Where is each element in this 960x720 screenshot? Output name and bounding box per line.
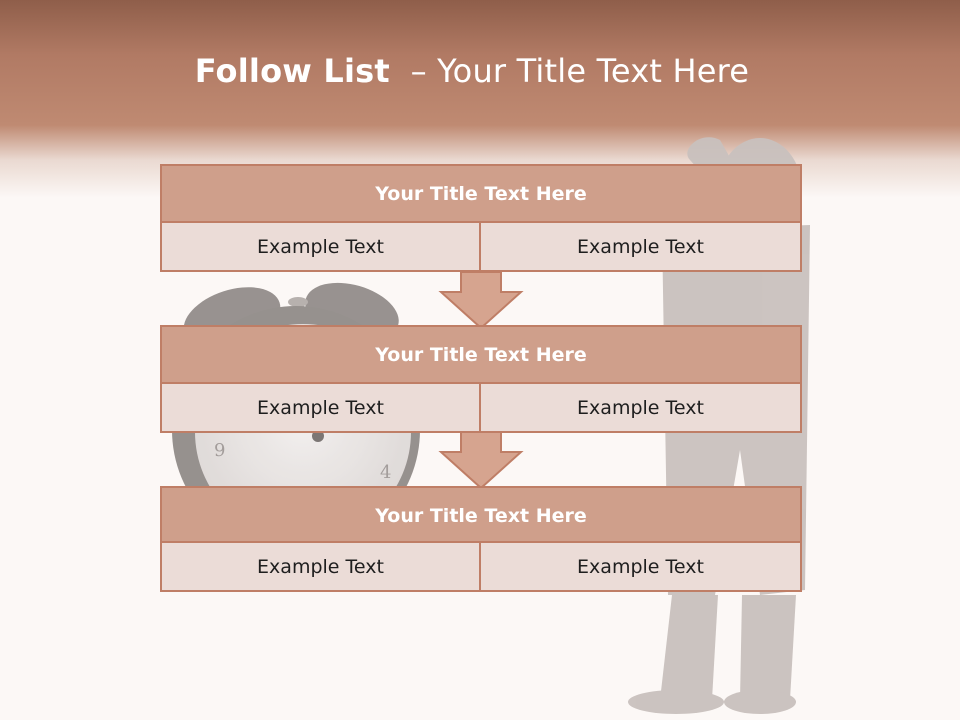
down-arrow-icon bbox=[438, 271, 524, 330]
clock-number: 9 bbox=[214, 440, 225, 461]
block-cell-left[interactable]: Example Text bbox=[160, 382, 481, 433]
block-cell-right[interactable]: Example Text bbox=[479, 541, 802, 592]
clock-number: 4 bbox=[380, 462, 391, 483]
slide-title-rest: – Your Title Text Here bbox=[389, 52, 750, 90]
block-title[interactable]: Your Title Text Here bbox=[160, 325, 802, 384]
block-cell-right[interactable]: Example Text bbox=[479, 382, 802, 433]
block-cell-left[interactable]: Example Text bbox=[160, 221, 481, 272]
down-arrow-icon bbox=[438, 431, 524, 490]
block-cell-left[interactable]: Example Text bbox=[160, 541, 481, 592]
block-title[interactable]: Your Title Text Here bbox=[160, 164, 802, 223]
block-cell-right[interactable]: Example Text bbox=[479, 221, 802, 272]
slide-title-bold: Follow List bbox=[194, 52, 390, 90]
slide-title: Follow List – Your Title Text Here bbox=[0, 52, 944, 90]
block-title[interactable]: Your Title Text Here bbox=[160, 486, 802, 545]
